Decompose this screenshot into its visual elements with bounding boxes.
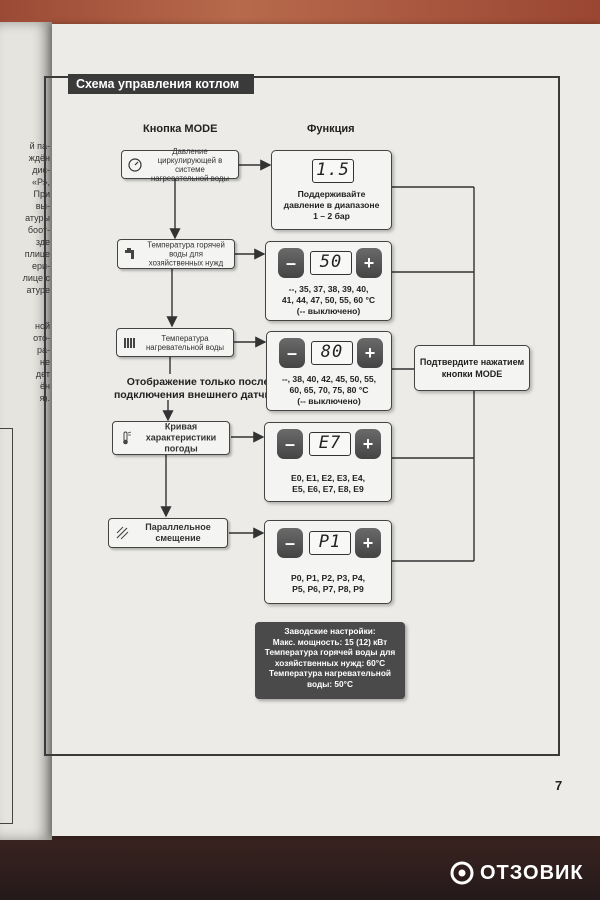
radiator-icon [123,336,137,350]
confirm-line: Подтвердите нажатием [415,356,529,368]
function-line: E0, E1, E2, E3, E4, [269,473,387,484]
function-line: 41, 44, 47, 50, 55, 60 °C [270,295,387,306]
function-line: давление в диапазоне [276,200,387,211]
otzovik-logo-icon [450,861,474,885]
step-label: Давление циркулирующей в системе нагрева… [146,147,234,183]
plus-button[interactable]: + [355,429,381,459]
function-weather-curve: – E7 + E0, E1, E2, E3, E4, E5, E6, E7, E… [264,422,392,502]
function-parallel-shift: – P1 + P0, P1, P2, P3, P4, P5, P6, P7, P… [264,520,392,604]
factory-line: Макс. мощность: 15 (12) кВт [255,637,405,648]
function-text: --, 38, 40, 42, 45, 50, 55, 60, 65, 70, … [271,374,387,407]
confirm-mode-box: Подтвердите нажатием кнопки MODE [414,345,530,391]
display-readout: P1 [309,531,351,555]
function-line: 60, 65, 70, 75, 80 °C [271,385,387,396]
faucet-icon [124,247,138,261]
display-readout: 1.5 [312,159,354,183]
function-line: --, 38, 40, 42, 45, 50, 55, [271,374,387,385]
plus-button[interactable]: + [357,338,383,368]
minus-button[interactable]: – [277,528,303,558]
gauge-icon [128,158,142,172]
display-readout: 50 [310,251,352,275]
function-pressure: 1.5 Поддерживайте давление в диапазоне 1… [271,150,392,230]
factory-line: хозяйственных нужд: 60°C [255,658,405,669]
function-line: --, 35, 37, 38, 39, 40, [270,284,387,295]
function-hot-water: – 50 + --, 35, 37, 38, 39, 40, 41, 44, 4… [265,241,392,321]
minus-button[interactable]: – [279,338,305,368]
plus-button[interactable]: + [355,528,381,558]
plus-button[interactable]: + [356,248,382,278]
function-text: --, 35, 37, 38, 39, 40, 41, 44, 47, 50, … [270,284,387,317]
step-heating-water: Температура нагревательной воды [116,328,234,357]
step-weather-curve: Кривая характеристики погоды [112,421,230,455]
function-line: 1 – 2 бар [276,211,387,222]
function-line: P0, P1, P2, P3, P4, [269,573,387,584]
display-readout: 80 [311,341,353,365]
factory-line: Температура горячей воды для [255,647,405,658]
factory-line: воды: 50°C [255,679,405,690]
function-line: P5, P6, P7, P8, P9 [269,584,387,595]
page-number: 7 [555,778,562,793]
factory-line: Заводские настройки: [255,626,405,637]
watermark-text: ОТЗОВИК [480,860,584,886]
step-label: Параллельное смещение [133,522,223,544]
display-readout: E7 [309,432,351,456]
step-hot-water: Температура горячей воды для хозяйственн… [117,239,235,269]
step-label: Температура нагревательной воды [141,334,229,352]
function-text: Поддерживайте давление в диапазоне 1 – 2… [276,189,387,222]
weather-thermometer-icon [119,431,133,445]
step-label: Кривая характеристики погоды [137,422,225,455]
function-line: E5, E6, E7, E8, E9 [269,484,387,495]
factory-settings-box: Заводские настройки: Макс. мощность: 15 … [255,622,405,699]
step-pressure: Давление циркулирующей в системе нагрева… [121,150,239,179]
minus-button[interactable]: – [278,248,304,278]
function-line: (-- выключено) [271,396,387,407]
step-label: Температура горячей воды для хозяйственн… [142,241,230,268]
function-line: (-- выключено) [270,306,387,317]
function-text: P0, P1, P2, P3, P4, P5, P6, P7, P8, P9 [269,573,387,595]
function-heating-water: – 80 + --, 38, 40, 42, 45, 50, 55, 60, 6… [266,331,392,411]
function-text: E0, E1, E2, E3, E4, E5, E6, E7, E8, E9 [269,473,387,495]
function-line: Поддерживайте [276,189,387,200]
factory-line: Температура нагревательной [255,668,405,679]
confirm-line: кнопки MODE [415,368,529,380]
step-parallel-shift: Параллельное смещение [108,518,228,548]
minus-button[interactable]: – [277,429,303,459]
parallel-shift-icon [115,526,129,540]
